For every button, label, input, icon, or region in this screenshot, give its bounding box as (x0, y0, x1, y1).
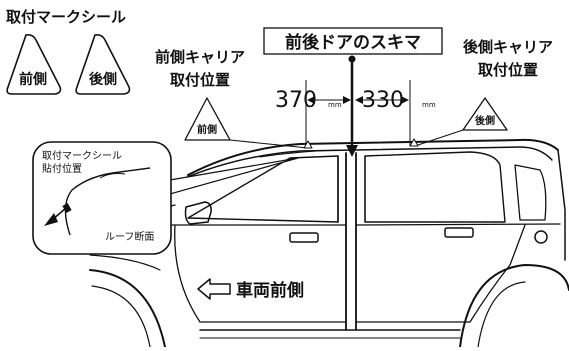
inset-line1: 取付マークシール (42, 149, 122, 162)
front-carrier-line2: 取付位置 (170, 71, 230, 89)
inset-line2: 貼付位置 (42, 162, 82, 175)
direction-label: 車両前側 (236, 280, 304, 301)
front-marker-label: 前側 (197, 123, 217, 136)
legend: 取付マークシール 前側 後側 (6, 8, 131, 95)
door-gap-callout: 前後ドアのスキマ (263, 27, 443, 157)
rear-carrier-label: 後側キャリア 取付位置 (462, 38, 553, 79)
front-carrier-label: 前側キャリア 取付位置 (155, 48, 245, 89)
rear-distance-unit: mm (422, 101, 436, 109)
front-carrier-line1: 前側キャリア (155, 48, 245, 66)
rear-marker-label: 後側 (475, 114, 495, 127)
front-marker-callout: 前側 (184, 97, 309, 149)
rear-carrier-line1: 後側キャリア (462, 38, 553, 56)
inset-caption: ルーフ断面 (105, 230, 154, 243)
front-distance-value: 370 (275, 88, 317, 113)
rear-mark-seal-icon: 後側 (75, 34, 131, 95)
front-mark-label: 前側 (19, 71, 47, 88)
rear-marker-callout: 後側 (414, 97, 508, 147)
door-gap-box (263, 27, 443, 55)
vehicle-front-direction: 車両前側 (197, 278, 304, 301)
rear-carrier-line2: 取付位置 (478, 61, 538, 79)
car-illustration (89, 138, 569, 348)
door-gap-label: 前後ドアのスキマ (285, 32, 421, 53)
rear-mark-label: 後側 (89, 71, 117, 88)
roof-section-inset: 取付マークシール 貼付位置 ルーフ断面 (32, 141, 299, 255)
dimension-lines: 370 mm 330 mm (275, 80, 436, 146)
legend-title: 取付マークシール (6, 8, 126, 26)
left-arrow-icon (197, 278, 231, 300)
front-mark-seal-icon: 前側 (6, 34, 62, 95)
front-distance-unit: mm (328, 101, 342, 109)
rear-distance-value: 330 (362, 88, 404, 113)
